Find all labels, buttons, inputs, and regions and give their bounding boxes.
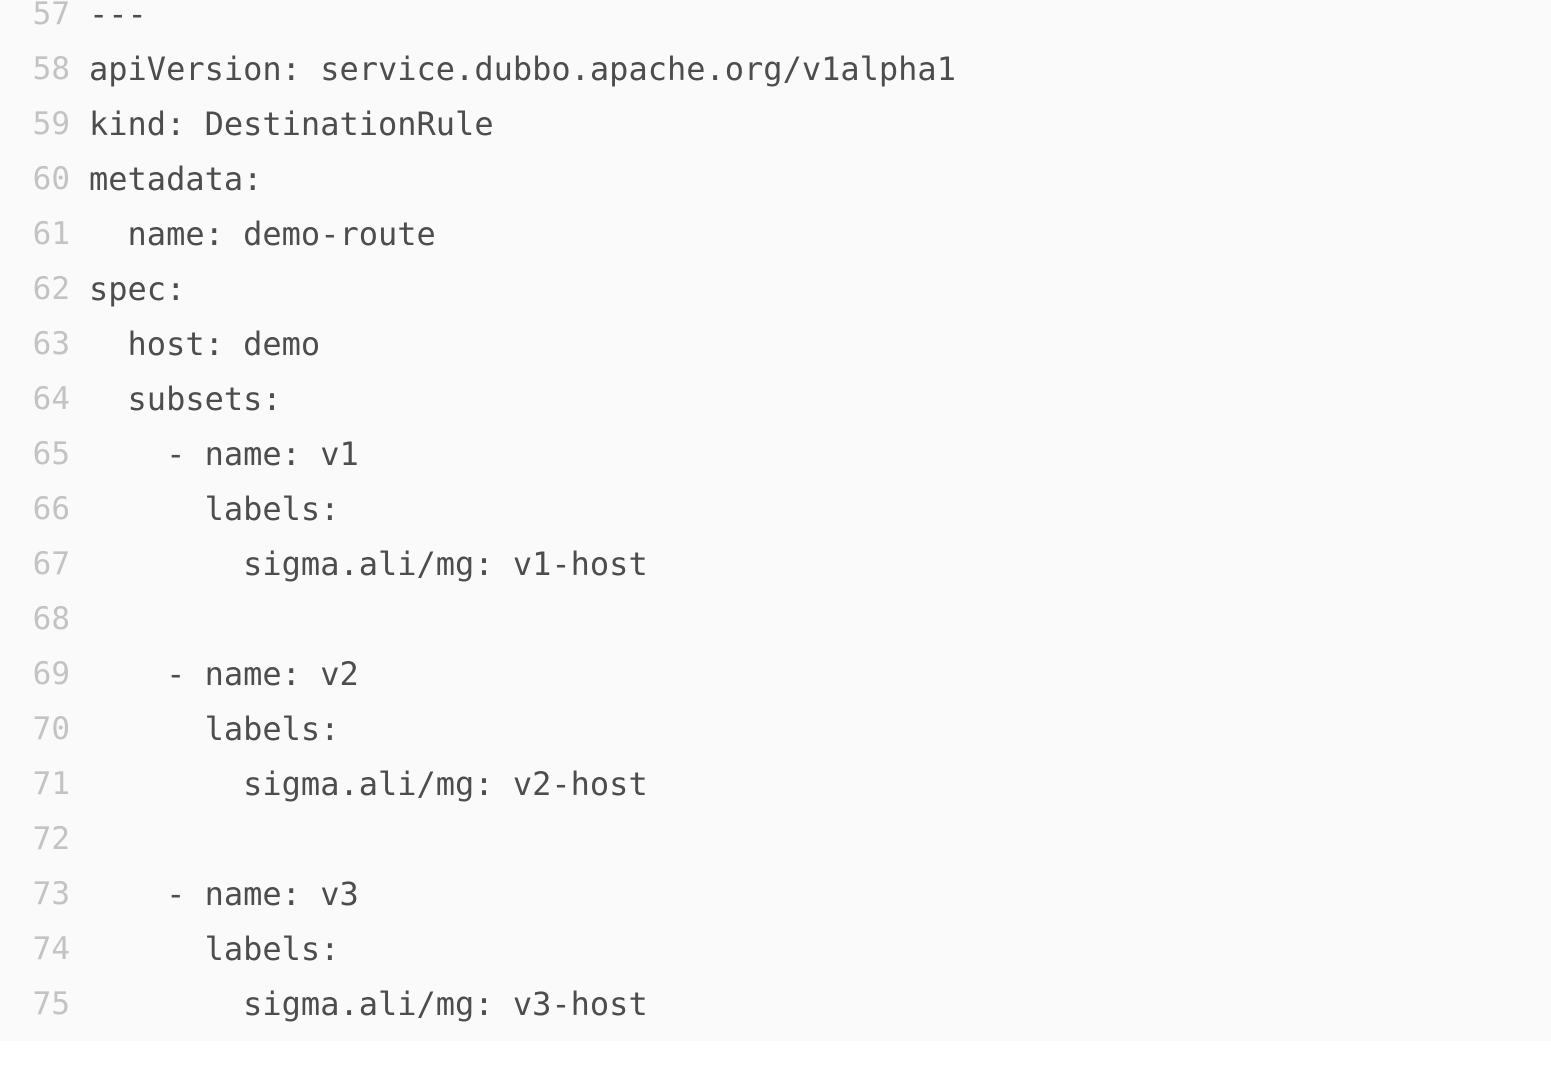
code-line: 71 sigma.ali/mg: v2-host [0, 756, 1551, 811]
line-number: 67 [32, 545, 70, 582]
line-number: 75 [32, 985, 70, 1022]
code-text: name: demo-route [89, 214, 436, 253]
code-text: kind: DestinationRule [89, 104, 494, 143]
code-line: 59 kind: DestinationRule [0, 96, 1551, 151]
code-text: sigma.ali/mg: v1-host [89, 544, 648, 583]
code-line: 65 - name: v1 [0, 426, 1551, 481]
code-line: 73 - name: v3 [0, 866, 1551, 921]
line-number: 64 [32, 380, 70, 417]
code-line: 61 name: demo-route [0, 206, 1551, 261]
code-text: - name: v2 [89, 654, 359, 693]
code-line: 75 sigma.ali/mg: v3-host [0, 976, 1551, 1031]
code-text: labels: [89, 929, 340, 968]
code-text: - name: v3 [89, 874, 359, 913]
line-number: 63 [32, 325, 70, 362]
line-number: 72 [32, 820, 70, 857]
code-line: 72 [0, 811, 1551, 866]
code-line: 62 spec: [0, 261, 1551, 316]
line-number: 66 [32, 490, 70, 527]
code-text: spec: [89, 269, 186, 308]
footer-strip [0, 1041, 1551, 1067]
code-line: 58 apiVersion: service.dubbo.apache.org/v… [0, 41, 1551, 96]
code-text: sigma.ali/mg: v2-host [89, 764, 648, 803]
code-text: --- [89, 0, 147, 33]
code-line: 68 [0, 591, 1551, 646]
code-line: 57 --- [0, 0, 1551, 41]
code-line: 64 subsets: [0, 371, 1551, 426]
code-lines: 57 --- 58 apiVersion: service.dubbo.apache.… [0, 0, 1551, 1031]
code-text: host: demo [89, 324, 321, 363]
line-number: 65 [32, 435, 70, 472]
code-text: labels: [89, 709, 340, 748]
code-text: sigma.ali/mg: v3-host [89, 984, 648, 1023]
line-number: 59 [32, 105, 70, 142]
line-number: 61 [32, 215, 70, 252]
line-number: 60 [32, 160, 70, 197]
code-line: 67 sigma.ali/mg: v1-host [0, 536, 1551, 591]
line-number: 74 [32, 930, 70, 967]
line-number: 70 [32, 710, 70, 747]
code-text: metadata: [89, 159, 263, 198]
line-number: 71 [32, 765, 70, 802]
code-line: 74 labels: [0, 921, 1551, 976]
line-number: 57 [32, 0, 70, 32]
code-text: apiVersion: service.dubbo.apache.org/v1a… [89, 49, 956, 88]
code-text: - name: v1 [89, 434, 359, 473]
code-line: 66 labels: [0, 481, 1551, 536]
line-number: 62 [32, 270, 70, 307]
code-line: 70 labels: [0, 701, 1551, 756]
code-text: labels: [89, 489, 340, 528]
code-line: 60 metadata: [0, 151, 1551, 206]
line-number: 68 [32, 600, 70, 637]
code-text: subsets: [89, 379, 282, 418]
code-line: 63 host: demo [0, 316, 1551, 371]
code-line: 69 - name: v2 [0, 646, 1551, 701]
code-viewer[interactable]: 57 --- 58 apiVersion: service.dubbo.apache.… [0, 0, 1551, 1041]
line-number: 69 [32, 655, 70, 692]
line-number: 73 [32, 875, 70, 912]
line-number: 58 [32, 50, 70, 87]
